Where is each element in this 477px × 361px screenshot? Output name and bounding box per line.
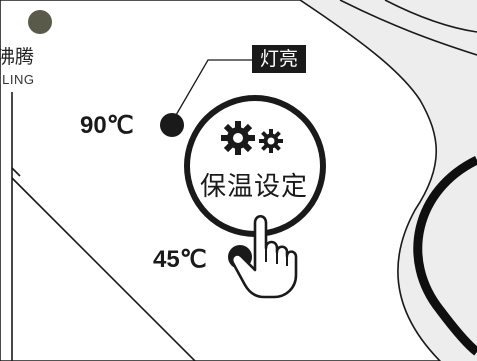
hand-pointer-icon [230,214,298,299]
boiling-mode-label: 沸腾 [0,46,35,68]
gear-large-icon [221,121,255,155]
temp-high-label: 90℃ [80,112,134,139]
gear-small-icon [259,129,283,153]
temp-low-label: 45℃ [153,246,207,273]
kettle-handle-curve [413,155,477,356]
indicator-tag: 灯亮 [252,45,307,73]
boiling-indicator-icon [28,10,52,34]
panel-curve-top [339,0,477,56]
temp-90-indicator [160,113,184,137]
boiling-mode-sublabel: ILING [0,72,35,87]
panel-diagonal-line [11,177,196,361]
keep-warm-settings-button[interactable] [184,95,326,237]
tag-leader-line [171,59,252,123]
